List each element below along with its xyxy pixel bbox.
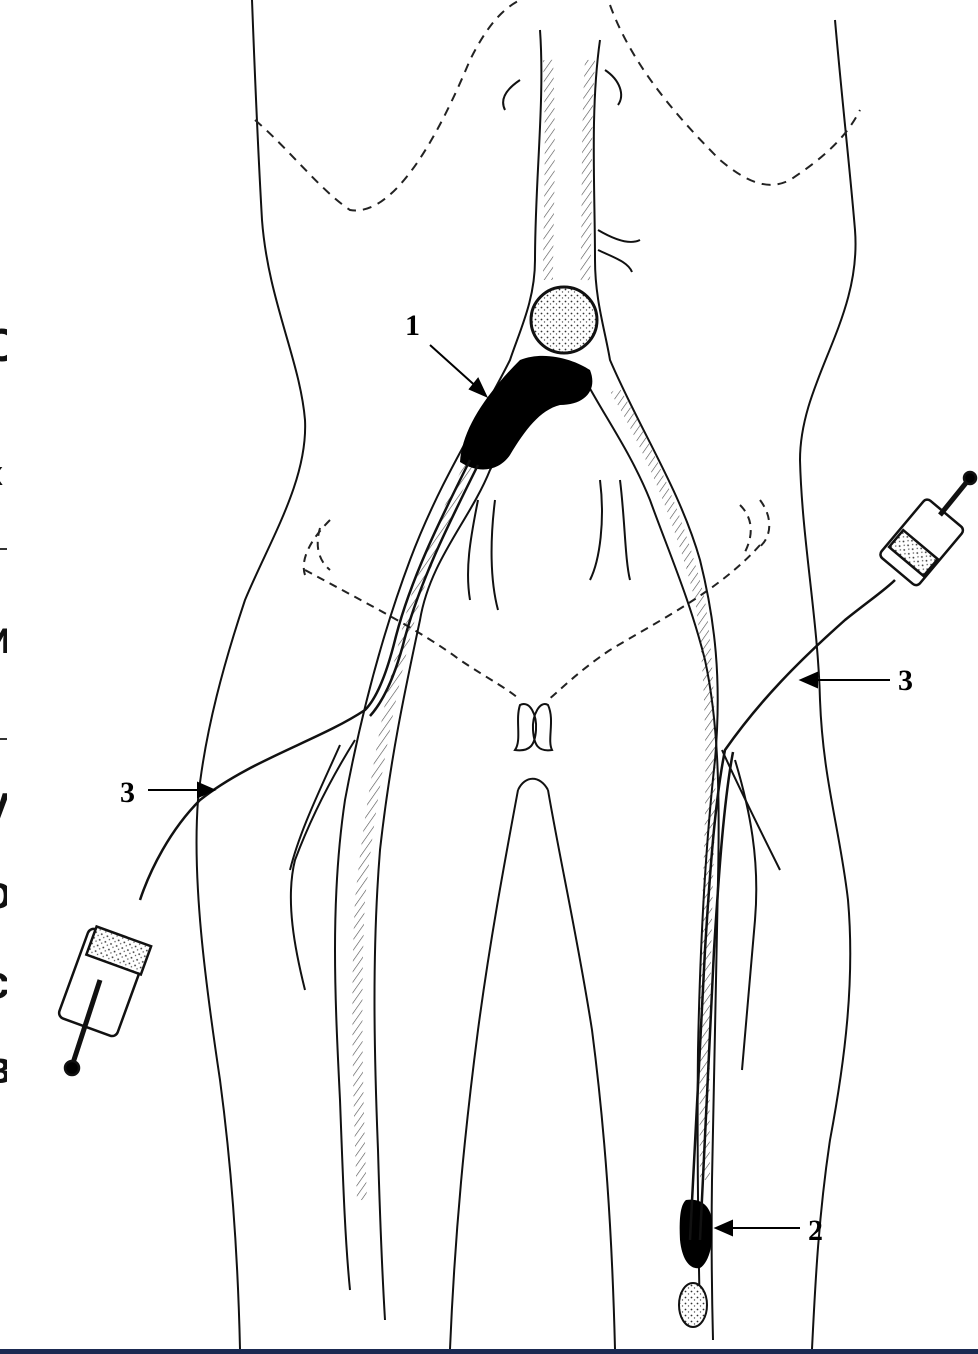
- aorta-left-wall: [335, 30, 541, 1290]
- edge-text-fragment: и: [0, 610, 7, 664]
- edge-rule: [0, 738, 7, 740]
- thrombus-iliac: [460, 356, 592, 470]
- right-torso-outline: [800, 20, 856, 1349]
- syringe-right: [878, 472, 976, 587]
- inner-right-leg-outline: [548, 790, 615, 1349]
- edge-text-fragment: с: [0, 955, 7, 1009]
- edge-text-fragment: в: [0, 1040, 7, 1094]
- callout-label-2: 2: [808, 1214, 823, 1247]
- arrow-3-right-head: [801, 673, 817, 687]
- callout-label-3-right: 3: [898, 664, 913, 697]
- distal-balloon: [679, 1283, 707, 1327]
- anatomical-illustration: 1 2 3 3: [7, 0, 978, 1349]
- arrow-1-line: [430, 345, 480, 390]
- vascular-diagram-svg: 1 2 3 3: [7, 0, 978, 1349]
- catheter-left: [140, 460, 478, 900]
- edge-text-fragment: С: [0, 318, 7, 372]
- edge-text-fragment: у: [0, 775, 7, 829]
- syringe-left: [57, 926, 151, 1075]
- thrombus-femoral: [680, 1200, 713, 1269]
- crotch-outline: [518, 779, 548, 790]
- edge-rule: [0, 548, 7, 550]
- callout-label-1: 1: [405, 309, 420, 342]
- occlusion-balloon: [531, 287, 597, 353]
- body-outline: [197, 0, 856, 1349]
- left-torso-outline: [197, 0, 306, 1349]
- rib-cage-dashed: [255, 0, 860, 210]
- arrow-1-head: [470, 379, 486, 396]
- inner-left-leg-outline: [450, 790, 518, 1349]
- arrow-2-head: [716, 1221, 732, 1235]
- bifurcation-inner: [375, 370, 556, 1320]
- pubic-symphysis: [515, 704, 552, 750]
- edge-text-fragment: о: [0, 865, 7, 919]
- cropped-slide-text: С х и у о с в: [0, 0, 7, 1349]
- callout-label-3-left: 3: [120, 776, 135, 809]
- arterial-hatching: [357, 60, 710, 1200]
- aorta-right-wall: [594, 40, 718, 1320]
- edge-text-fragment: х: [0, 455, 3, 494]
